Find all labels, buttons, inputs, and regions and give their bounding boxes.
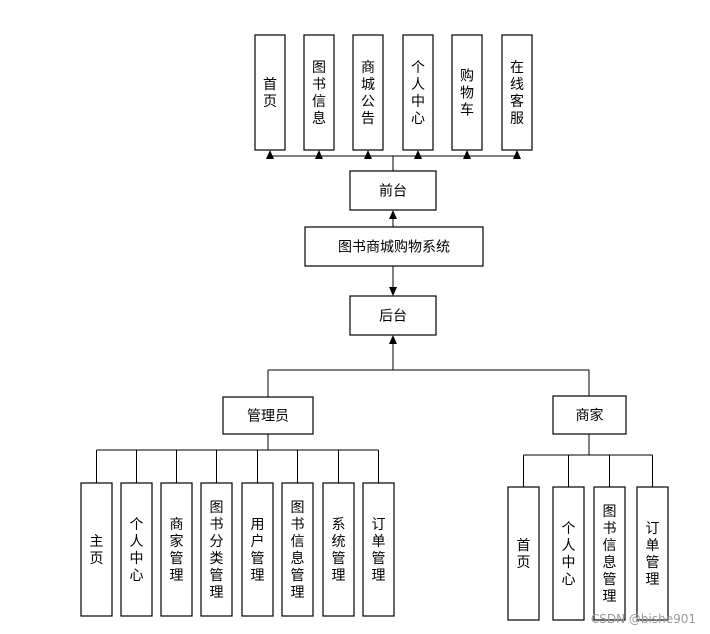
frontend-module-5: 在线客服 — [501, 34, 533, 151]
frontend-module-4: 购物车 — [451, 34, 483, 151]
merchant-module-2-label: 图书信息管理 — [603, 504, 617, 605]
frontend-module-1: 图书信息 — [303, 34, 335, 151]
merchant-module-3-label: 订单管理 — [646, 521, 660, 588]
merchant-node: 商家 — [552, 395, 627, 435]
frontend-module-arrow-0 — [266, 150, 274, 159]
frontend-module-arrow-1 — [315, 150, 323, 159]
backend-arrow — [389, 335, 397, 344]
admin-module-5: 图书信息管理 — [281, 482, 314, 617]
admin-module-7: 订单管理 — [362, 482, 395, 617]
root-to-frontend-arrow — [389, 210, 397, 219]
admin-module-7-label: 订单管理 — [372, 517, 386, 584]
frontend-module-3: 个人中心 — [402, 34, 434, 151]
frontend-module-5-label: 在线客服 — [510, 60, 524, 127]
admin-module-1-label: 个人中心 — [130, 517, 144, 584]
frontend-module-arrow-3 — [414, 150, 422, 159]
frontend-module-arrow-2 — [364, 150, 372, 159]
backend-node-label: 后台 — [379, 309, 407, 325]
merchant-module-0: 首页 — [507, 486, 540, 621]
admin-node: 管理员 — [222, 396, 314, 435]
frontend-module-2-label: 商城公告 — [361, 60, 375, 127]
merchant-module-3: 订单管理 — [636, 486, 669, 621]
frontend-node-label: 前台 — [379, 183, 407, 200]
admin-module-6-label: 系统管理 — [332, 517, 346, 584]
merchant-node-label: 商家 — [576, 407, 604, 424]
admin-module-0: 主页 — [80, 482, 113, 617]
admin-module-1: 个人中心 — [120, 482, 153, 617]
frontend-module-arrow-4 — [463, 150, 471, 159]
frontend-node: 前台 — [349, 170, 437, 211]
frontend-module-1-label: 图书信息 — [312, 60, 326, 127]
root-node-label: 图书商城购物系统 — [338, 240, 450, 256]
admin-module-2-label: 商家管理 — [170, 517, 184, 584]
admin-module-4: 用户管理 — [241, 482, 274, 617]
root-to-backend-arrow — [389, 287, 397, 296]
admin-module-5-label: 图书信息管理 — [291, 500, 305, 601]
merchant-module-2: 图书信息管理 — [593, 486, 626, 621]
backend-node: 后台 — [349, 295, 437, 336]
root-node: 图书商城购物系统 — [304, 226, 484, 267]
watermark: CSDN @bishe901 — [590, 612, 696, 626]
admin-module-3: 图书分类管理 — [200, 482, 233, 617]
frontend-module-2: 商城公告 — [352, 34, 384, 151]
admin-module-4-label: 用户管理 — [251, 517, 265, 584]
admin-node-label: 管理员 — [247, 409, 289, 425]
merchant-module-0-label: 首页 — [517, 538, 531, 571]
frontend-module-0: 首页 — [254, 34, 286, 151]
admin-module-2: 商家管理 — [160, 482, 193, 617]
frontend-module-3-label: 个人中心 — [411, 60, 425, 127]
frontend-module-0-label: 首页 — [263, 77, 277, 110]
frontend-module-arrow-5 — [513, 150, 521, 159]
merchant-module-1-label: 个人中心 — [562, 521, 576, 588]
admin-module-6: 系统管理 — [322, 482, 355, 617]
admin-module-3-label: 图书分类管理 — [210, 500, 224, 601]
merchant-module-1: 个人中心 — [552, 486, 585, 621]
frontend-module-4-label: 购物车 — [460, 69, 474, 119]
admin-module-0-label: 主页 — [90, 534, 104, 567]
